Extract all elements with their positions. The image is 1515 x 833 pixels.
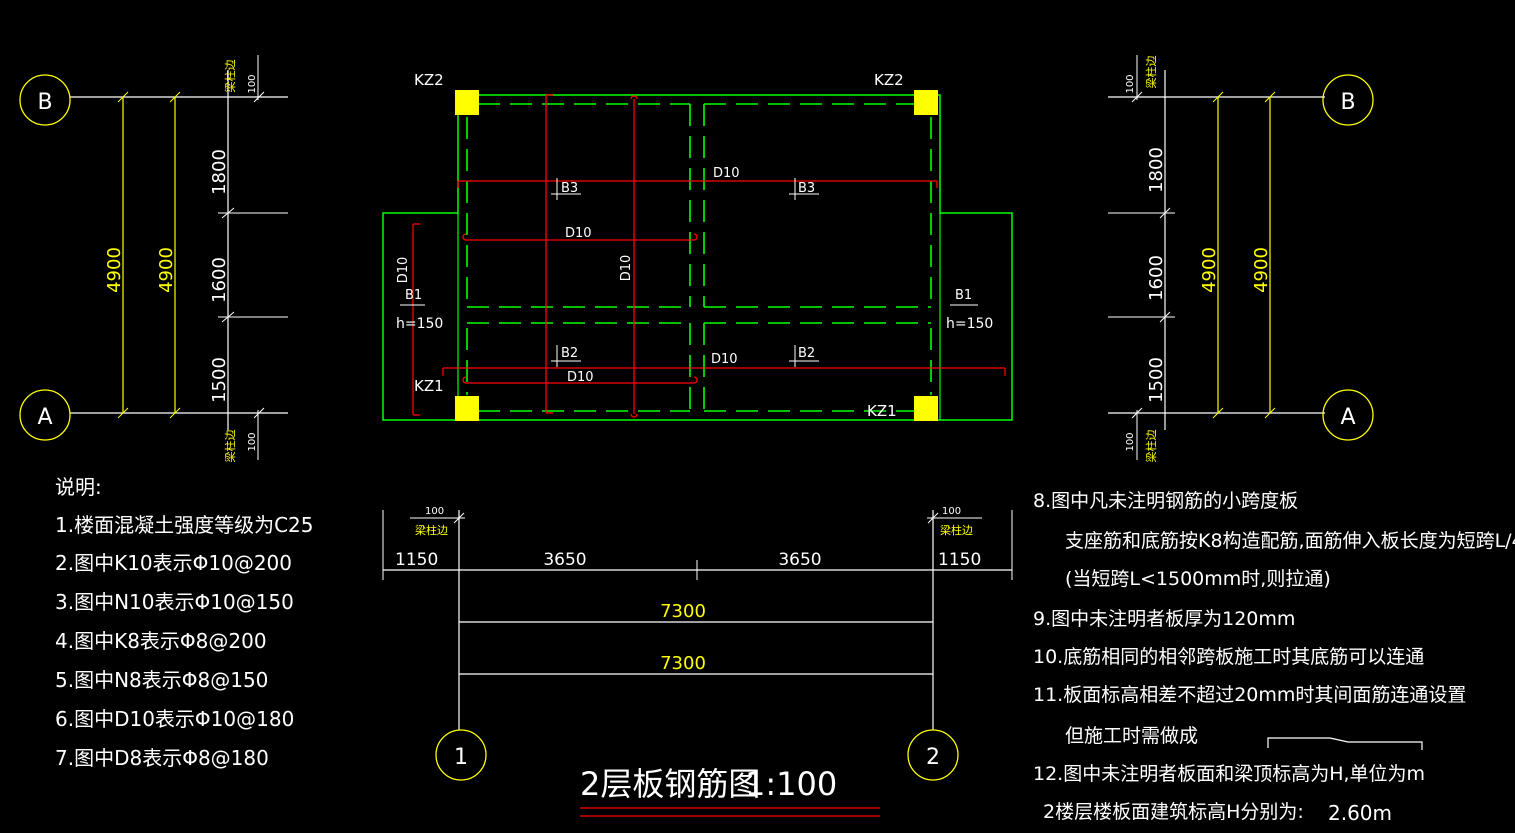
rebar-d10-top: D10 <box>713 166 740 181</box>
note-9: 9.图中未注明者板厚为120mm <box>1033 608 1295 630</box>
note-11-line-2: 但施工时需做成 <box>1065 725 1198 747</box>
dim-right-4900-b: 4900 <box>1251 247 1272 293</box>
label-kz2-right: KZ2 <box>874 71 904 89</box>
beam-edge-right-bottom: 梁柱边 <box>1144 430 1158 463</box>
axis-bubble-1 <box>435 729 487 781</box>
axis-label-left-a: A <box>37 405 52 430</box>
dim-bottom-1150-right: 1150 <box>938 550 981 570</box>
notes-right: 8.图中凡未注明钢筋的小跨度板 支座筋和底筋按K8构造配筋,面筋伸入板长度为短跨… <box>1033 490 1515 825</box>
axis-label-2: 2 <box>926 745 940 770</box>
rebar-lines <box>412 94 1006 418</box>
column-kz1-left <box>455 396 479 421</box>
dim-right-1500: 1500 <box>1146 357 1167 403</box>
axis-label-right-b: B <box>1340 90 1355 115</box>
dim-left-1800: 1800 <box>209 149 230 195</box>
rebar-b2-right: B2 <box>798 346 815 361</box>
rebar-d10-lower-right: D10 <box>711 352 738 367</box>
rebar-d10-center-vertical: D10 <box>619 255 634 282</box>
drawing-title-block: 2层板钢筋图 1:100 <box>580 765 880 817</box>
rebar-b3-right: B3 <box>798 181 815 196</box>
dim-right-1800: 1800 <box>1146 147 1167 193</box>
beam-edge-bottom-right: 梁柱边 <box>940 523 973 537</box>
label-kz1-right: KZ1 <box>867 402 897 420</box>
left-dimension-group: B A 4900 4900 1800 1600 1500 100 梁柱边 100… <box>19 55 288 463</box>
rebar-d10-left-vertical: D10 <box>396 257 411 284</box>
slab-thickness-left: h=150 <box>396 316 443 332</box>
section-marks <box>400 178 978 367</box>
axis-bubble-left-a <box>19 389 71 441</box>
column-kz2-left <box>455 90 479 115</box>
right-dimension-group: B A 1800 1600 1500 4900 4900 100 梁柱边 100… <box>1108 55 1374 463</box>
slab-plan: KZ2 KZ2 KZ1 KZ1 D10 D10 D10 D10 D10 D10 … <box>382 71 1013 421</box>
column-kz1-right <box>914 396 938 421</box>
rebar-b1-left: B1 <box>405 288 422 303</box>
drawing-scale: 1:100 <box>745 765 837 803</box>
beam-edge-bottom-left: 梁柱边 <box>415 523 448 537</box>
slab-outline <box>382 94 1013 421</box>
dim-left-4900-a: 4900 <box>104 247 125 293</box>
dim-left-100-top: 100 <box>247 74 258 93</box>
dim-left-1600: 1600 <box>209 257 230 303</box>
axis-bubble-2 <box>907 729 959 781</box>
rebar-b2-left: B2 <box>561 346 578 361</box>
note-2: 2.图中K10表示Φ10@200 <box>55 551 292 575</box>
axis-label-left-b: B <box>37 90 52 115</box>
dim-bottom-100-right: 100 <box>942 506 961 517</box>
elevation-value: 2.60m <box>1328 801 1392 825</box>
dim-left-4900-b: 4900 <box>156 247 177 293</box>
note-1: 1.楼面混凝土强度等级为C25 <box>55 513 314 537</box>
axis-bubble-right-a <box>1322 389 1374 441</box>
note-6: 6.图中D10表示Φ10@180 <box>55 707 294 731</box>
note-8: 8.图中凡未注明钢筋的小跨度板 <box>1033 490 1298 512</box>
rebar-d10-upper-mid: D10 <box>565 226 592 241</box>
step-symbol <box>1267 737 1423 750</box>
drawing-title: 2层板钢筋图 <box>580 765 760 803</box>
dim-right-1600: 1600 <box>1146 255 1167 301</box>
beam-edge-left-bottom: 梁柱边 <box>223 430 237 463</box>
notes-left: 说明: 1.楼面混凝土强度等级为C25 2.图中K10表示Φ10@200 3.图… <box>55 475 314 770</box>
rebar-d10-lower-left: D10 <box>567 370 594 385</box>
slab-thickness-right: h=150 <box>946 316 993 332</box>
beam-edge-left-top: 梁柱边 <box>223 60 237 93</box>
note-5: 5.图中N8表示Φ8@150 <box>55 668 268 692</box>
rebar-b1-right: B1 <box>955 288 972 303</box>
label-kz1-left: KZ1 <box>414 377 444 395</box>
column-kz2-right <box>914 90 938 115</box>
note-4: 4.图中K8表示Φ8@200 <box>55 629 267 653</box>
dim-bottom-7300-a: 7300 <box>660 601 706 622</box>
note-12-line-2: 2楼层楼板面建筑标高H分别为: <box>1043 801 1304 823</box>
axis-bubble-right-b <box>1322 74 1374 126</box>
rebar-b3-left: B3 <box>561 181 578 196</box>
beam-dashed-lines <box>466 103 932 412</box>
note-8-line-2: 支座筋和底筋按K8构造配筋,面筋伸入板长度为短跨L/4 <box>1065 530 1515 552</box>
dim-bottom-3650-left: 3650 <box>543 550 586 570</box>
dim-bottom-1150-left: 1150 <box>395 550 438 570</box>
dim-right-4900-a: 4900 <box>1199 247 1220 293</box>
note-10: 10.底筋相同的相邻跨板施工时其底筋可以连通 <box>1033 646 1424 668</box>
dim-bottom-7300-b: 7300 <box>660 653 706 674</box>
dim-left-1500: 1500 <box>209 357 230 403</box>
bottom-dimension-group: 1150 3650 3650 1150 7300 7300 100 梁柱边 10… <box>382 506 1013 781</box>
axis-label-right-a: A <box>1340 405 1355 430</box>
axis-label-1: 1 <box>454 745 468 770</box>
note-3: 3.图中N10表示Φ10@150 <box>55 590 294 614</box>
dim-bottom-3650-right: 3650 <box>778 550 821 570</box>
dim-left-100-bottom: 100 <box>247 432 258 451</box>
note-11: 11.板面标高相差不超过20mm时其间面筋连通设置 <box>1033 684 1466 706</box>
note-heading: 说明: <box>55 475 102 499</box>
axis-bubble-left-b <box>19 74 71 126</box>
beam-edge-right-top: 梁柱边 <box>1144 56 1158 89</box>
note-7: 7.图中D8表示Φ8@180 <box>55 746 269 770</box>
dim-right-100-bottom: 100 <box>1125 432 1136 451</box>
note-8-line-3: (当短跨L<1500mm时,则拉通) <box>1065 568 1331 590</box>
dim-right-100-top: 100 <box>1125 74 1136 93</box>
dim-bottom-100-left: 100 <box>425 506 444 517</box>
note-12: 12.图中未注明者板面和梁顶标高为H,单位为m <box>1033 763 1425 785</box>
label-kz2-left: KZ2 <box>414 71 444 89</box>
